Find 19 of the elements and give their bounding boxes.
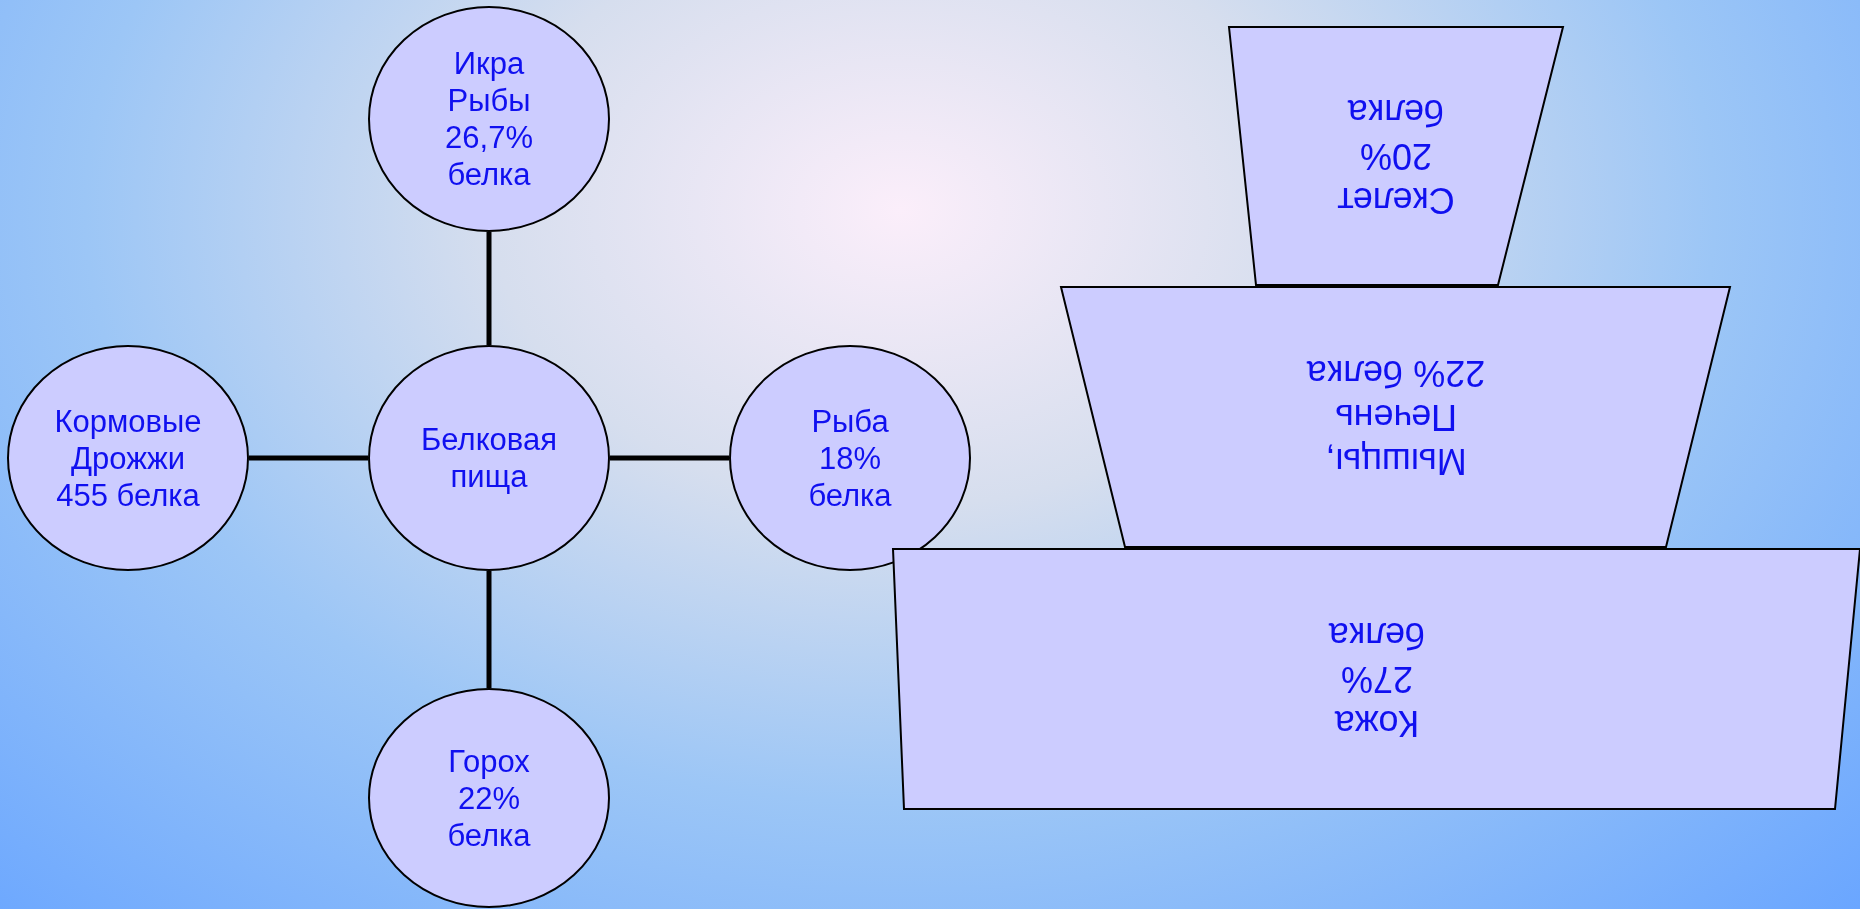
connector-line — [249, 455, 368, 461]
node-label: Мышцы, Печень 22% белка — [1305, 352, 1486, 483]
node-label: Кормовые Дрожжи 455 белка — [53, 402, 203, 514]
node-label: Икра Рыбы 26,7% белка — [444, 45, 534, 193]
trapezoid-node — [893, 548, 1860, 810]
node-label: Горох 22% белка — [446, 742, 532, 854]
connector-line — [486, 232, 492, 345]
trapezoid-node — [1061, 286, 1730, 548]
circle-node — [7, 345, 249, 571]
circle-node — [729, 345, 971, 571]
node-label: Белковая пища — [420, 421, 558, 495]
connector-line — [486, 571, 492, 688]
connector-line — [610, 455, 729, 461]
node-label: Рыба 18% белка — [807, 402, 893, 514]
circle-node — [368, 688, 610, 908]
node-label: Скелет 20% белка — [1336, 91, 1456, 222]
circle-node — [368, 345, 610, 571]
node-label: Кожа 27% белка — [1327, 614, 1426, 745]
circle-node — [368, 6, 610, 232]
